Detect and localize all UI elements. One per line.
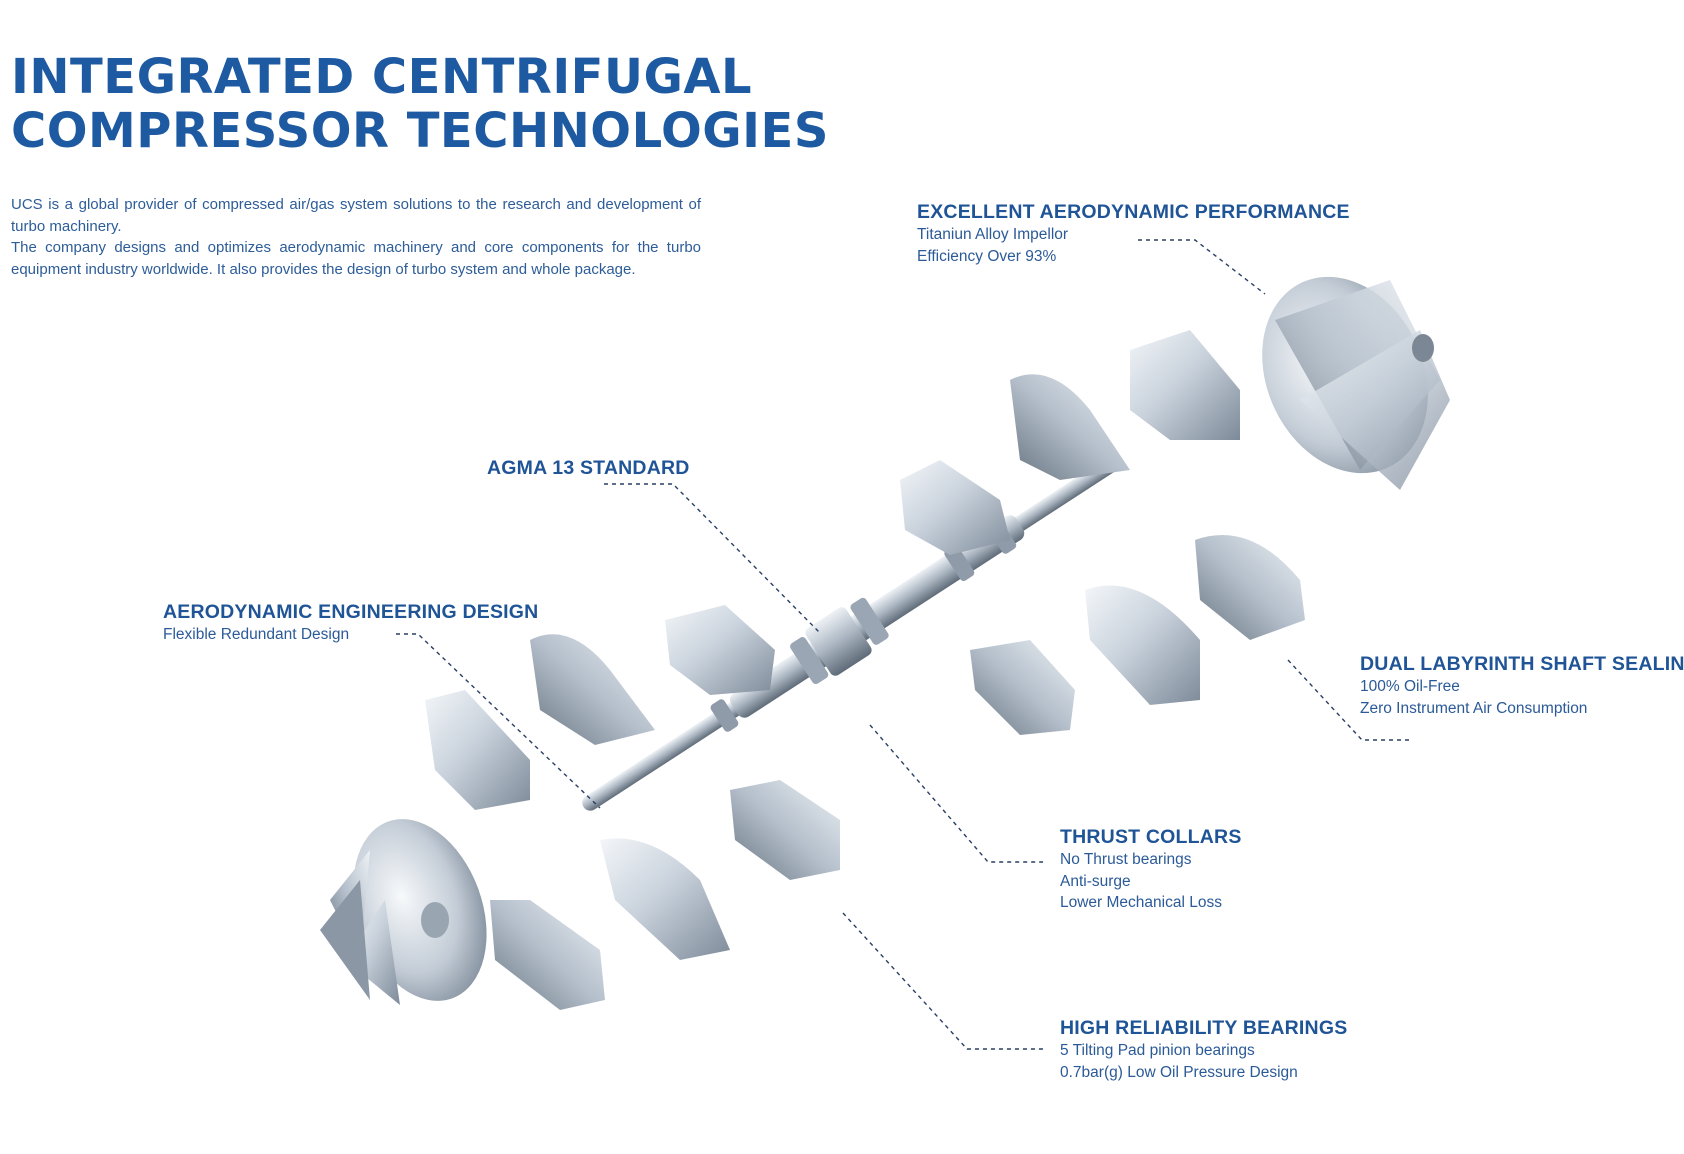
intro-paragraph-2: The company designs and optimizes aerody… — [11, 239, 701, 278]
callout-line: Lower Mechanical Loss — [1060, 894, 1222, 911]
callout-bearings: HIGH RELIABILITY BEARINGS 5 Tilting Pad … — [1060, 1016, 1347, 1083]
callout-line: 100% Oil-Free — [1360, 678, 1460, 695]
callout-line: Zero Instrument Air Consumption — [1360, 699, 1588, 717]
impeller-large — [320, 819, 487, 1005]
callout-agma: AGMA 13 STANDARD — [487, 456, 690, 480]
impeller-small — [1262, 276, 1450, 490]
callout-line: Flexible Redundant Design — [163, 626, 350, 643]
callout-aero-performance: EXCELLENT AERODYNAMIC PERFORMANCE Titani… — [917, 200, 1350, 267]
callout-line: Titaniun Alloy Impellor — [917, 226, 1069, 243]
callout-heading: EXCELLENT AERODYNAMIC PERFORMANCE — [917, 201, 1350, 223]
leader-line-bearings — [842, 912, 1043, 1050]
shaft — [582, 454, 1122, 811]
callout-heading: DUAL LABYRINTH SHAFT SEALING — [1360, 653, 1684, 675]
callout-line: Anti-surge — [1060, 872, 1131, 890]
component-parts — [425, 330, 1305, 1010]
callout-line: No Thrust bearings — [1060, 851, 1192, 868]
callout-heading: AGMA 13 STANDARD — [487, 457, 690, 479]
leader-line-aero-performance — [1138, 239, 1266, 295]
callout-heading: THRUST COLLARS — [1060, 826, 1242, 848]
callout-thrust: THRUST COLLARS No Thrust bearings Anti-s… — [1060, 825, 1242, 914]
title-line-2: COMPRESSOR TECHNOLOGIES — [11, 103, 829, 159]
callout-line: 0.7bar(g) Low Oil Pressure Design — [1060, 1063, 1298, 1081]
callout-labyrinth: DUAL LABYRINTH SHAFT SEALING 100% Oil-Fr… — [1360, 652, 1684, 719]
title-line-1: INTEGRATED CENTRIFUGAL — [11, 49, 753, 105]
leader-line-thrust — [869, 724, 1043, 863]
callout-aero-design: AERODYNAMIC ENGINEERING DESIGN Flexible … — [163, 600, 538, 646]
callout-line: Efficiency Over 93% — [917, 247, 1057, 265]
callout-heading: AERODYNAMIC ENGINEERING DESIGN — [163, 601, 539, 623]
intro-paragraph-1: UCS is a global provider of compressed a… — [11, 196, 701, 235]
leader-line-agma — [604, 483, 821, 634]
callout-heading: HIGH RELIABILITY BEARINGS — [1060, 1017, 1348, 1039]
intro-text: UCS is a global provider of compressed a… — [11, 194, 701, 280]
callout-line: 5 Tilting Pad pinion bearings — [1060, 1042, 1255, 1059]
page-title: INTEGRATED CENTRIFUGAL COMPRESSOR TECHNO… — [11, 50, 829, 158]
